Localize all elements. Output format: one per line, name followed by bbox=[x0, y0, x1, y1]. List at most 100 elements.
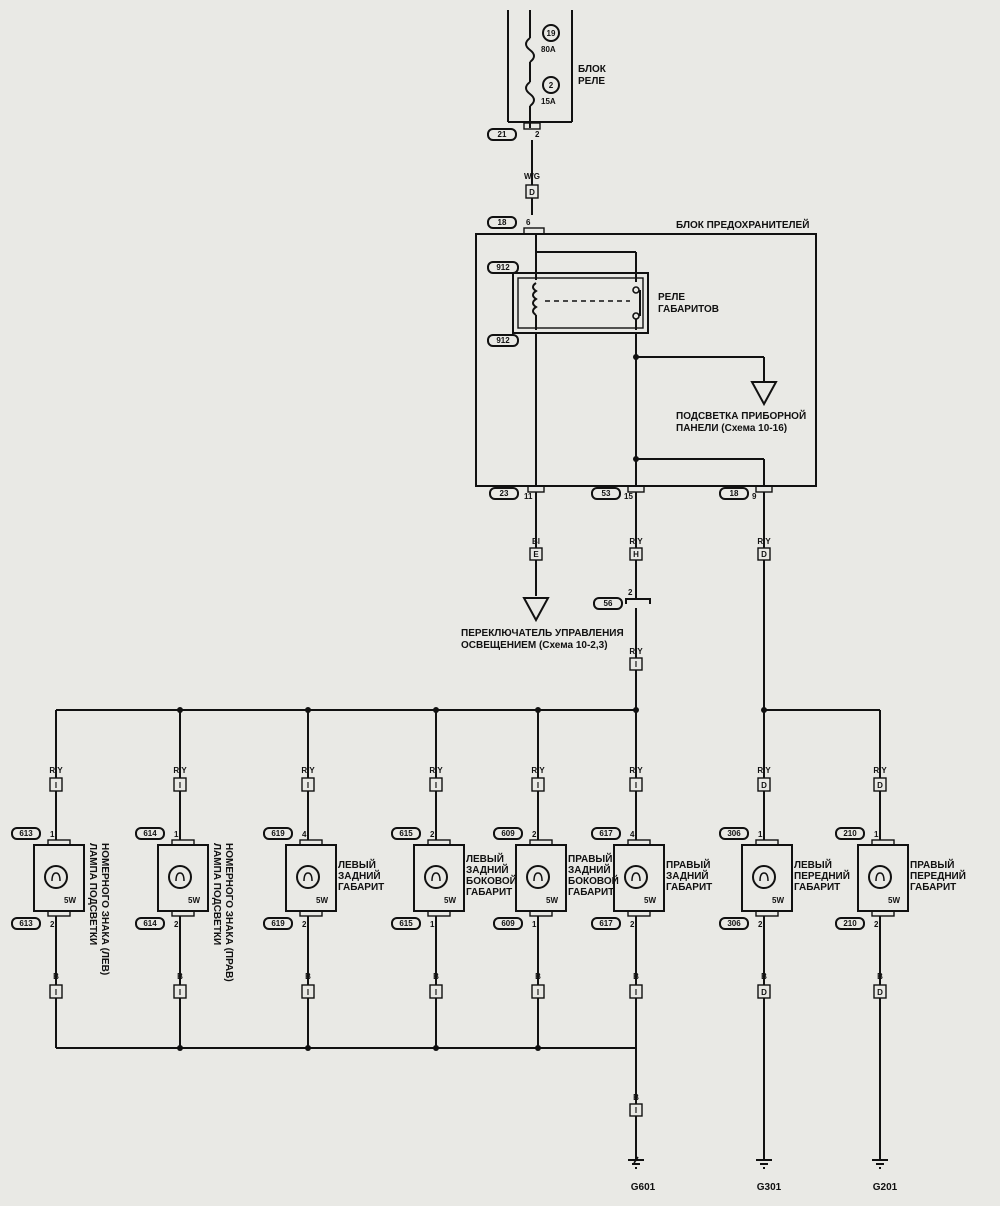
lamp-pin-top: 2 bbox=[430, 830, 435, 839]
lamp-code-bottom: I bbox=[435, 988, 437, 997]
lamp-pin-top: 2 bbox=[532, 830, 537, 839]
lamp-name-line: ГАБАРИТ bbox=[568, 887, 614, 898]
lamp-pin-bottom: 1 bbox=[532, 920, 537, 929]
lamp-wire-top: R/Y bbox=[757, 766, 771, 775]
lamp-code-top: I bbox=[435, 781, 437, 790]
fuse-block-in-connector: 18 bbox=[498, 218, 507, 227]
lamp-connector-bottom: 619 bbox=[271, 919, 285, 928]
lamp-code-top: I bbox=[55, 781, 57, 790]
lamp-name-line: ЗАДНИЙ bbox=[666, 869, 709, 882]
dash-lighting-label-1: ПОДСВЕТКА ПРИБОРНОЙ bbox=[676, 409, 806, 422]
output-18-code: D bbox=[761, 550, 767, 559]
output-23-connector: 23 bbox=[500, 489, 509, 498]
lamp-code-bottom: I bbox=[179, 988, 181, 997]
lamp-code-top: I bbox=[179, 781, 181, 790]
fuse-19-number: 19 bbox=[547, 29, 556, 38]
lamp-wire-top: R/Y bbox=[873, 766, 887, 775]
joint-connector-56: 2 56 R/Y I bbox=[593, 588, 651, 710]
lamp-wattage: 5W bbox=[546, 896, 558, 905]
lamp-name-line: ГАБАРИТ bbox=[466, 887, 512, 898]
light-switch-label-1: ПЕРЕКЛЮЧАТЕЛЬ УПРАВЛЕНИЯ bbox=[461, 628, 624, 639]
lamp-wire-bottom: B bbox=[877, 972, 883, 981]
relay-block-connector: 21 bbox=[498, 130, 507, 139]
ground-g201: G201 bbox=[872, 1000, 898, 1193]
lamp-wire-bottom: B bbox=[535, 972, 541, 981]
lamp-pin-bottom: 2 bbox=[302, 920, 307, 929]
lamp-name-line: ПЕРЕДНИЙ bbox=[794, 869, 850, 882]
lamp-pin-top: 1 bbox=[50, 830, 55, 839]
lamp-name-line: ЛАМПА ПОДСВЕТКИ bbox=[87, 843, 98, 945]
lamp-pin-bottom: 2 bbox=[874, 920, 879, 929]
relay-block-label-2: РЕЛЕ bbox=[578, 76, 605, 87]
output-53-pin: 15 bbox=[624, 492, 633, 501]
lamp-code-top: I bbox=[307, 781, 309, 790]
fuse-2-rating: 15А bbox=[541, 97, 556, 106]
lamp-connector-top: 613 bbox=[19, 829, 33, 838]
lamp-name-line: ГАБАРИТ bbox=[666, 882, 712, 893]
lamp-name-line: ПРАВЫЙ bbox=[666, 858, 710, 871]
relay-conn-bottom: 912 bbox=[496, 336, 510, 345]
lamp-connector-top: 614 bbox=[143, 829, 157, 838]
output-18: 18 9 R/Y D bbox=[719, 485, 773, 710]
ground-g301-name: G301 bbox=[757, 1182, 782, 1193]
lamp-connector-bottom: 609 bbox=[501, 919, 515, 928]
lamp-name-line: ПЕРЕДНИЙ bbox=[910, 869, 966, 882]
lamp-code-bottom: I bbox=[537, 988, 539, 997]
lamp-name-line: ГАБАРИТ bbox=[910, 882, 956, 893]
lamp-code-top: I bbox=[537, 781, 539, 790]
fuse-2-number: 2 bbox=[549, 81, 554, 90]
output-23: 23 11 Bl E ПЕРЕКЛЮЧАТЕЛЬ УПРАВЛЕНИЯ ОСВЕ… bbox=[461, 485, 624, 651]
lamp-wire-bottom: B bbox=[53, 972, 59, 981]
lamp-pin-bottom: 2 bbox=[630, 920, 635, 929]
lamp-wire-top: R/Y bbox=[49, 766, 63, 775]
lamp-code-bottom: I bbox=[635, 988, 637, 997]
output-18-pin: 9 bbox=[752, 492, 757, 501]
lamp-code-top: D bbox=[877, 781, 883, 790]
fuse-2: 2 15А bbox=[541, 76, 560, 106]
lamp-name-line: ЗАДНИЙ bbox=[568, 863, 611, 876]
lamp-pin-top: 4 bbox=[630, 830, 635, 839]
lamp-code-bottom: D bbox=[761, 988, 767, 997]
dash-lighting-label-2: ПАНЕЛИ (Схема 10-16) bbox=[676, 423, 787, 434]
fuse-block-title: БЛОК ПРЕДОХРАНИТЕЛЕЙ bbox=[676, 218, 809, 231]
lamp-code-bottom: I bbox=[307, 988, 309, 997]
lamp-wattage: 5W bbox=[64, 896, 76, 905]
feed-wire: W/G D bbox=[524, 140, 540, 215]
output-23-pin: 11 bbox=[524, 492, 533, 501]
lamp-connector-top: 210 bbox=[843, 829, 857, 838]
lamp-name-line: ЛЕВЫЙ bbox=[794, 858, 832, 871]
lamp-connector-top: 609 bbox=[501, 829, 515, 838]
lamp-connector-top: 615 bbox=[399, 829, 413, 838]
lamp-connector-top: 619 bbox=[271, 829, 285, 838]
fuse-block-outputs: 23 11 Bl E ПЕРЕКЛЮЧАТЕЛЬ УПРАВЛЕНИЯ ОСВЕ… bbox=[461, 485, 773, 710]
lamp-wire-bottom: B bbox=[433, 972, 439, 981]
ground-g601-wire: B bbox=[633, 1093, 639, 1102]
lamp-name-line: ЛАМПА ПОДСВЕТКИ bbox=[211, 843, 222, 945]
lamp-connector-bottom: 617 bbox=[599, 919, 613, 928]
lamp-wattage: 5W bbox=[316, 896, 328, 905]
lamp-connector-bottom: 614 bbox=[143, 919, 157, 928]
lamp-name-line: ЗАДНИЙ bbox=[338, 869, 381, 882]
lamp-connector-bottom: 210 bbox=[843, 919, 857, 928]
lamp-wire-bottom: B bbox=[633, 972, 639, 981]
relay-block-label-1: БЛОК bbox=[578, 64, 607, 75]
lamp-pin-bottom: 2 bbox=[758, 920, 763, 929]
light-switch-label-2: ОСВЕЩЕНИЕМ (Схема 10-2,3) bbox=[461, 640, 608, 651]
lamp-wattage: 5W bbox=[772, 896, 784, 905]
lamp-wattage: 5W bbox=[888, 896, 900, 905]
lamp-name-line: БОКОВОЙ bbox=[568, 874, 619, 887]
lamp-pin-bottom: 2 bbox=[174, 920, 179, 929]
lamp-pin-top: 1 bbox=[874, 830, 879, 839]
joint-56-code: I bbox=[635, 660, 637, 669]
lamp-wire-bottom: B bbox=[177, 972, 183, 981]
lamp-name-line: ГАБАРИТ bbox=[794, 882, 840, 893]
output-23-code: E bbox=[533, 550, 539, 559]
